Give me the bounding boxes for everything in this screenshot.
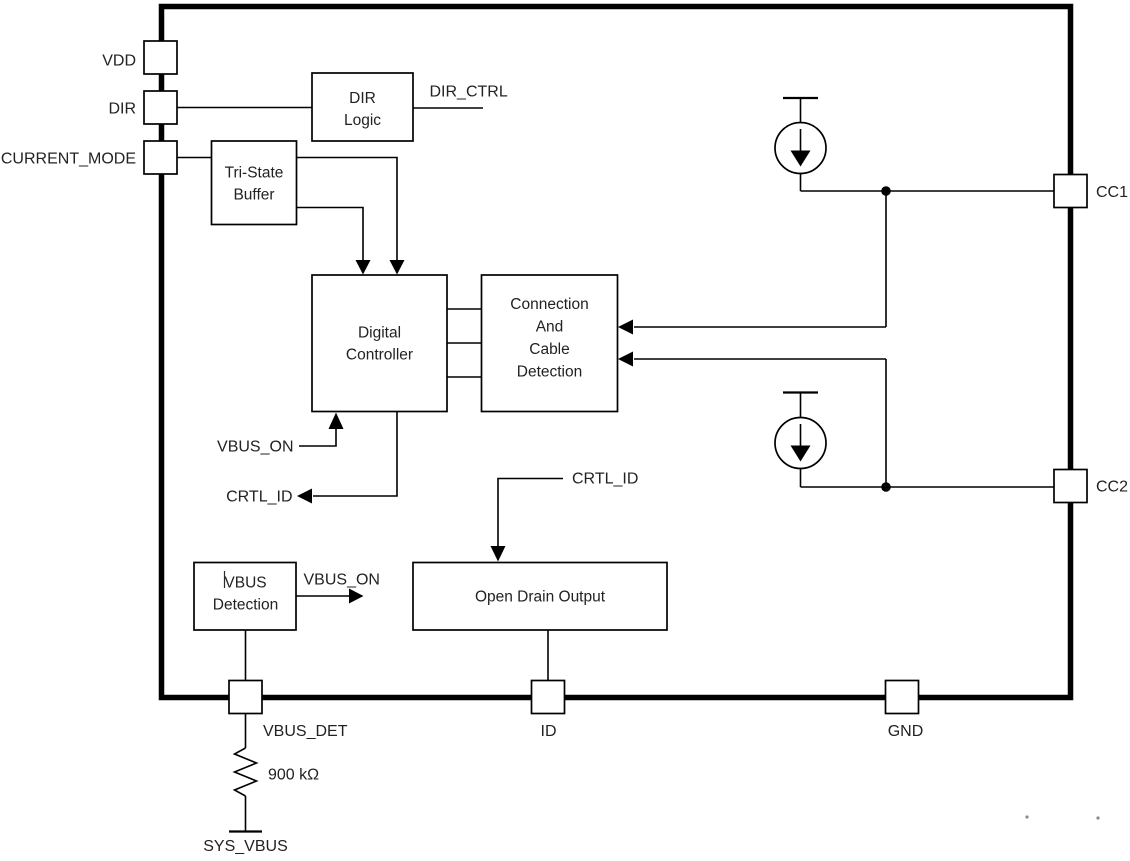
arrowhead-into-controller-right — [389, 260, 405, 275]
dir-ctrl-label: DIR_CTRL — [430, 84, 508, 101]
crtl-id-to-open-drain-label: CRTL_ID — [572, 471, 638, 488]
arrowhead-vbus-on-right — [349, 588, 364, 604]
digital-controller-label-line2: Controller — [346, 347, 413, 364]
vbus-detection-label-line1: VBUS — [224, 575, 266, 592]
pin-cc1-label: CC1 — [1096, 184, 1128, 201]
pin-id — [530, 679, 566, 715]
speck-right — [1096, 816, 1100, 820]
vbus-detection-label-line2: Detection — [213, 597, 278, 614]
connection-detection-label-line2: And — [536, 319, 564, 336]
pin-cc2-label: CC2 — [1096, 479, 1128, 496]
pin-dir-label: DIR — [108, 101, 136, 118]
wire-crtl-id-to-open-drain — [497, 477, 563, 546]
wire-crtl-id-from-controller — [313, 411, 398, 497]
tri-state-buffer-label-line2: Buffer — [233, 187, 274, 204]
tri-state-buffer-label-line1: Tri-State — [225, 165, 284, 182]
resistor-value-label: 900 kΩ — [268, 767, 319, 784]
connection-detection-label-line3: Cable — [529, 341, 570, 358]
connection-cable-detection-block — [480, 274, 619, 413]
digital-controller-label-line1: Digital — [358, 325, 401, 342]
wire-buffer-out-left — [296, 206, 364, 261]
arrowhead-vbus-on-up — [328, 412, 344, 429]
dir-logic-label-line2: Logic — [344, 112, 381, 129]
pin-cc2 — [1053, 468, 1088, 504]
arrowhead-crtl-id-left — [297, 488, 312, 504]
connection-detection-label-line4: Detection — [517, 364, 582, 381]
speck-left — [1025, 815, 1029, 819]
tri-state-buffer-block — [210, 140, 298, 226]
current-source-cc1-arrowhead — [790, 150, 811, 167]
pin-cc1 — [1053, 173, 1088, 209]
arrowhead-into-controller-left — [355, 260, 371, 275]
sys-vbus-label: SYS_VBUS — [203, 838, 287, 855]
open-drain-output-block — [412, 561, 668, 631]
pin-current-mode-label: CURRENT_MODE — [1, 151, 136, 168]
pin-dir — [143, 90, 178, 125]
resistor-900k — [232, 747, 259, 797]
vbus-detection-block — [193, 561, 297, 631]
pin-current-mode — [143, 140, 178, 175]
arrowhead-cc2-into-detection — [618, 351, 633, 367]
pin-gnd-label: GND — [888, 723, 924, 740]
pin-vbus-det — [228, 679, 263, 715]
wire-buffer-out-right — [296, 156, 398, 261]
wire-source-to-cc1-pin — [799, 173, 1054, 192]
wire-cc1-to-detection — [634, 191, 887, 328]
arrowhead-into-open-drain — [490, 546, 506, 562]
pin-vbus-det-label: VBUS_DET — [263, 723, 348, 740]
chip-boundary — [158, 3, 1074, 701]
current-source-cc2-arrowhead — [790, 445, 811, 462]
wire-cc2-to-detection — [634, 358, 887, 487]
dir-logic-block — [311, 72, 414, 142]
dir-logic-label-line1: DIR — [349, 90, 376, 107]
vbus-on-to-controller-label: VBUS_ON — [217, 439, 293, 456]
pin-vdd-label: VDD — [102, 53, 136, 70]
crtl-id-from-controller-label: CRTL_ID — [226, 489, 292, 506]
wire-vbus-on-to-controller — [299, 428, 337, 447]
arrowhead-cc1-into-detection — [618, 319, 633, 335]
connection-detection-label-line1: Connection — [510, 296, 588, 313]
wire-source-to-cc2-pin — [799, 468, 1054, 488]
pin-gnd — [884, 679, 920, 715]
digital-controller-block — [311, 274, 448, 413]
vbus-on-from-detection-label: VBUS_ON — [304, 572, 380, 589]
pin-id-label: ID — [541, 723, 557, 740]
open-drain-output-label: Open Drain Output — [475, 589, 606, 606]
pin-vdd — [143, 40, 178, 75]
